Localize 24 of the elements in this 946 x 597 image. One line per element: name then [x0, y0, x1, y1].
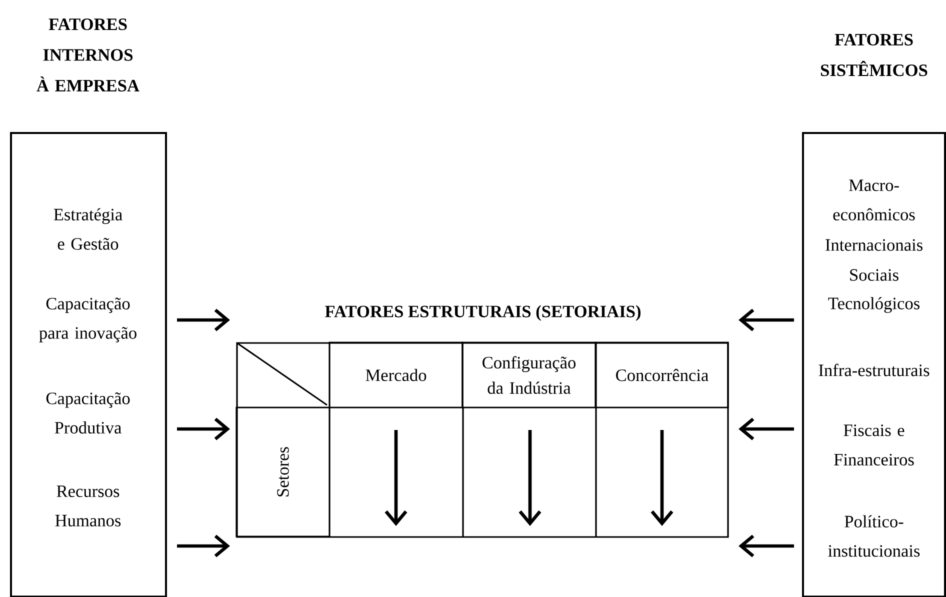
arrow: [738, 418, 794, 440]
panel-heading: FATORES SISTÊMICOS: [820, 34, 928, 76]
table-cell: Concorrência: [595, 342, 729, 408]
arrow: [738, 534, 794, 558]
factor-label: Fiscais e Financeiros: [834, 424, 914, 466]
factor-label: Infra-estruturais: [818, 364, 930, 376]
factor-label: Macro-econômicos: [833, 180, 915, 220]
factor-label: Capacitação para inovação: [39, 298, 136, 342]
factor-label: Sociais: [850, 269, 898, 281]
table-cell: Mercado: [328, 342, 464, 408]
factor-label: Internacionais: [826, 239, 922, 251]
table-cell: Setores: [236, 406, 330, 538]
arrow: [177, 418, 230, 440]
factor-label: Político-institucionais: [828, 515, 920, 557]
factor-label: Capacitação Produtiva: [46, 392, 130, 434]
table-heading: FATORES ESTRUTURAIS (SETORIAIS): [325, 305, 641, 321]
arrow: [738, 308, 794, 332]
factor-label: Tecnológicos: [828, 297, 920, 313]
arrow: [177, 308, 230, 332]
table-cell: Configuração da Indústria: [462, 342, 596, 408]
factor-label: Estratégia e Gestão: [54, 208, 122, 250]
panel-heading: FATORES INTERNOS À EMPRESA: [36, 18, 140, 92]
factor-label: Recursos Humanos: [55, 486, 121, 526]
arrow: [177, 534, 230, 558]
